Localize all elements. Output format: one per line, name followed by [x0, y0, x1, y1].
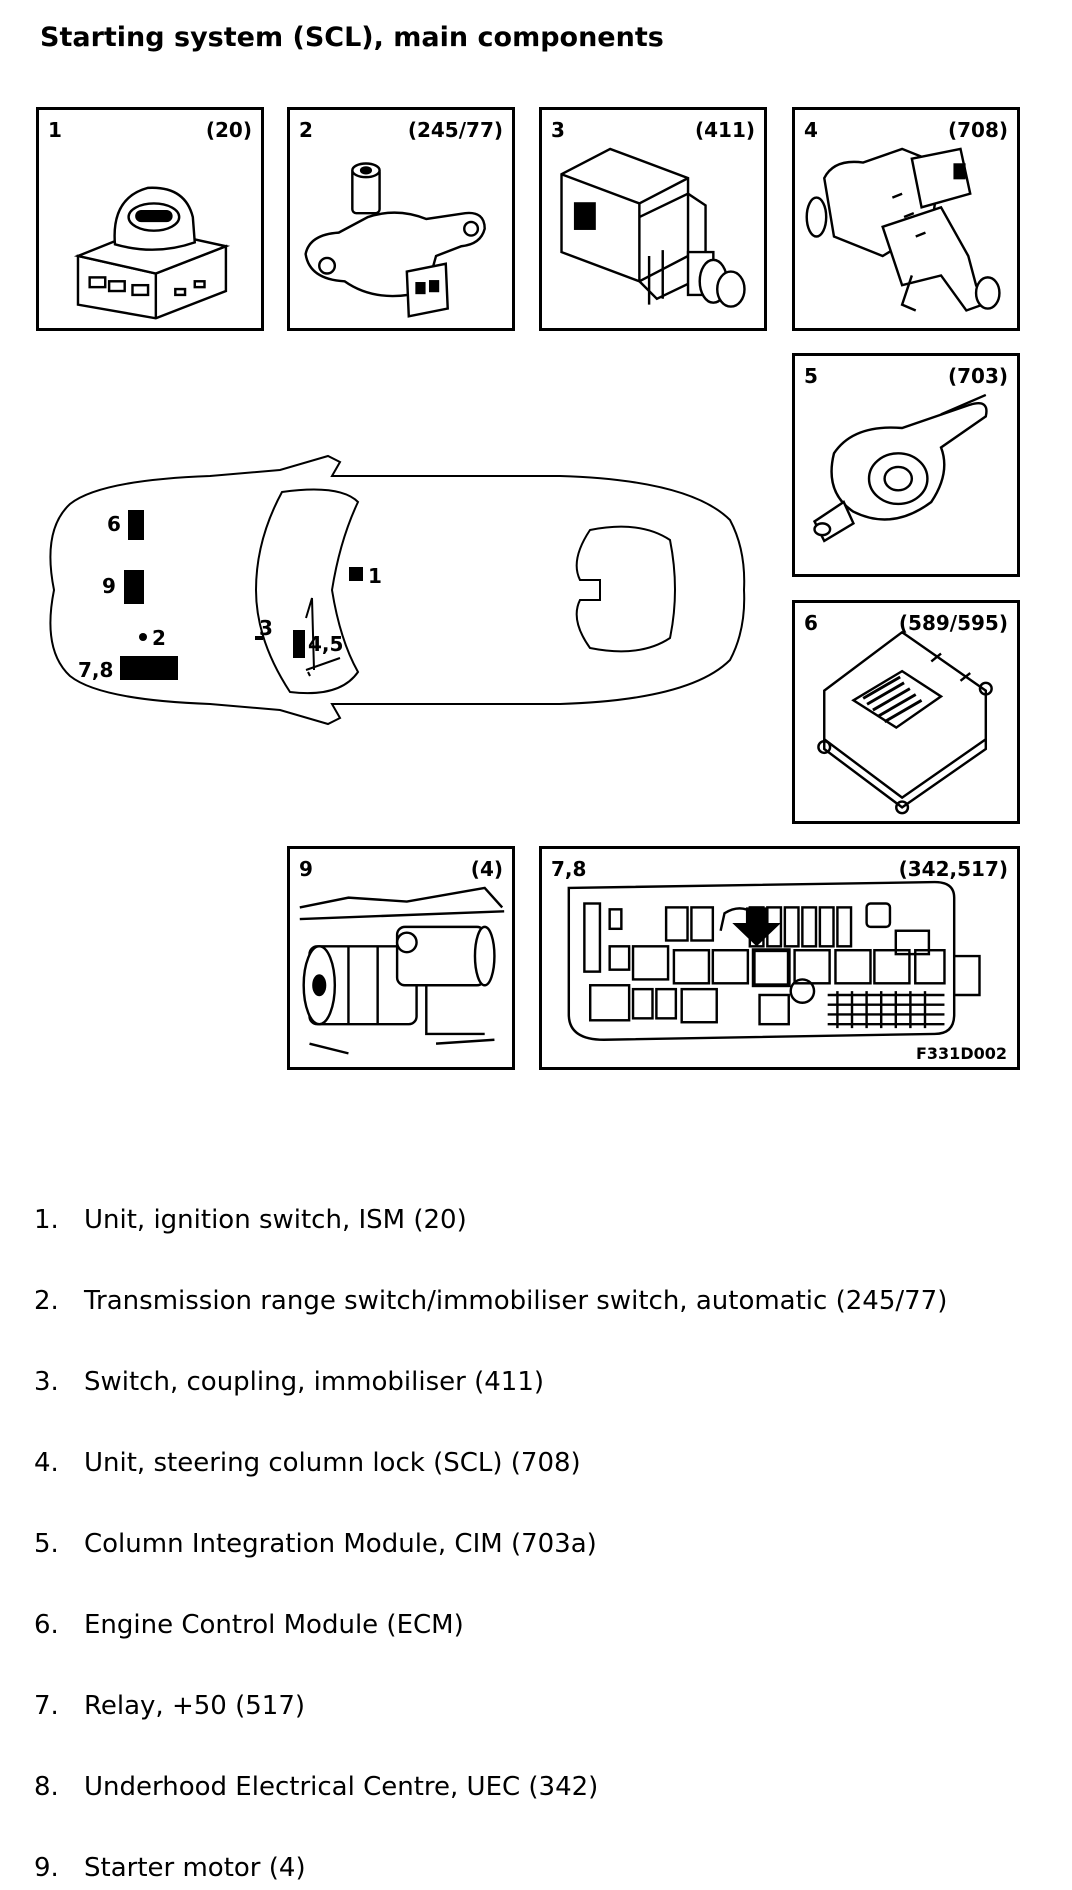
legend-item: 5. Column Integration Module, CIM (703a) — [34, 1529, 597, 1559]
legend-number: 1. — [34, 1205, 59, 1235]
legend-number: 7. — [34, 1691, 59, 1721]
figure-reference: F331D002 — [915, 1044, 1007, 1063]
panel-number: 2 — [299, 118, 313, 142]
panel-code: (342,517) — [898, 857, 1008, 881]
legend-text: Underhood Electrical Centre, UEC (342) — [84, 1772, 599, 1802]
car-marker-4-5: 4,5 — [308, 632, 344, 656]
legend-number: 5. — [34, 1529, 59, 1559]
panel-code: (4) — [470, 857, 503, 881]
panel-code: (708) — [947, 118, 1008, 142]
ignition-switch-unit-icon — [73, 186, 231, 320]
panel-number: 4 — [804, 118, 818, 142]
component-panel-3: 3 (411) — [539, 107, 767, 331]
panel-number: 5 — [804, 364, 818, 388]
legend-text: Transmission range switch/immobiliser sw… — [84, 1286, 948, 1316]
car-marker-1: 1 — [368, 564, 382, 588]
panel-number: 6 — [804, 611, 818, 635]
car-marker-2: 2 — [152, 626, 166, 650]
panel-code: (703) — [947, 364, 1008, 388]
legend-number: 9. — [34, 1853, 59, 1883]
car-outline-icon — [49, 454, 746, 726]
legend-text: Starter motor (4) — [84, 1853, 306, 1883]
legend-item: 6. Engine Control Module (ECM) — [34, 1610, 464, 1640]
legend-text: Column Integration Module, CIM (703a) — [84, 1529, 597, 1559]
car-top-view: 6 9 2 7,8 3 4,5 1 — [40, 440, 750, 740]
legend-item: 7. Relay, +50 (517) — [34, 1691, 305, 1721]
legend-text: Relay, +50 (517) — [84, 1691, 306, 1721]
component-panel-2: 2 (245/77) — [287, 107, 515, 331]
component-panel-4: 4 (708) — [792, 107, 1020, 331]
steering-column-lock-icon — [805, 147, 1001, 312]
legend-number: 4. — [34, 1448, 59, 1478]
car-marker-6: 6 — [107, 512, 121, 536]
legend-item: 3. Switch, coupling, immobiliser (411) — [34, 1367, 544, 1397]
starter-motor-icon — [299, 886, 505, 1055]
legend-item: 4. Unit, steering column lock (SCL) (708) — [34, 1448, 581, 1478]
panel-code: (589/595) — [898, 611, 1008, 635]
panel-number: 1 — [48, 118, 62, 142]
component-panel-1: 1 (20) — [36, 107, 264, 331]
legend-text: Unit, ignition switch, ISM (20) — [84, 1205, 467, 1235]
car-marker-7-8: 7,8 — [78, 658, 114, 682]
panel-number: 7,8 — [551, 857, 587, 881]
legend-number: 3. — [34, 1367, 59, 1397]
legend-text: Engine Control Module (ECM) — [84, 1610, 464, 1640]
underhood-electrical-centre-icon — [567, 880, 981, 1041]
coupling-switch-icon — [560, 147, 746, 308]
component-panel-5: 5 (703) — [792, 353, 1020, 577]
legend-number: 8. — [34, 1772, 59, 1802]
panel-number: 3 — [551, 118, 565, 142]
component-panel-7-8: 7,8 (342,517) F331D002 — [539, 846, 1020, 1070]
panel-code: (411) — [694, 118, 755, 142]
legend-item: 9. Starter motor (4) — [34, 1853, 306, 1883]
legend-number: 2. — [34, 1286, 59, 1316]
legend-item: 1. Unit, ignition switch, ISM (20) — [34, 1205, 467, 1235]
legend-item: 2. Transmission range switch/immobiliser … — [34, 1286, 947, 1316]
car-marker-9: 9 — [102, 574, 116, 598]
legend-text: Unit, steering column lock (SCL) (708) — [84, 1448, 581, 1478]
component-panel-6: 6 (589/595) — [792, 600, 1020, 824]
panel-number: 9 — [299, 857, 313, 881]
legend-text: Switch, coupling, immobiliser (411) — [84, 1367, 545, 1397]
transmission-range-switch-icon — [304, 162, 486, 318]
legend-item: 8. Underhood Electrical Centre, UEC (342) — [34, 1772, 598, 1802]
column-integration-module-icon — [812, 393, 988, 543]
panel-code: (245/77) — [407, 118, 503, 142]
engine-control-module-icon — [817, 630, 993, 815]
car-marker-3: 3 — [259, 616, 273, 640]
panel-code: (20) — [205, 118, 252, 142]
legend-number: 6. — [34, 1610, 59, 1640]
component-panel-9: 9 (4) — [287, 846, 515, 1070]
page-title: Starting system (SCL), main components — [40, 22, 664, 53]
